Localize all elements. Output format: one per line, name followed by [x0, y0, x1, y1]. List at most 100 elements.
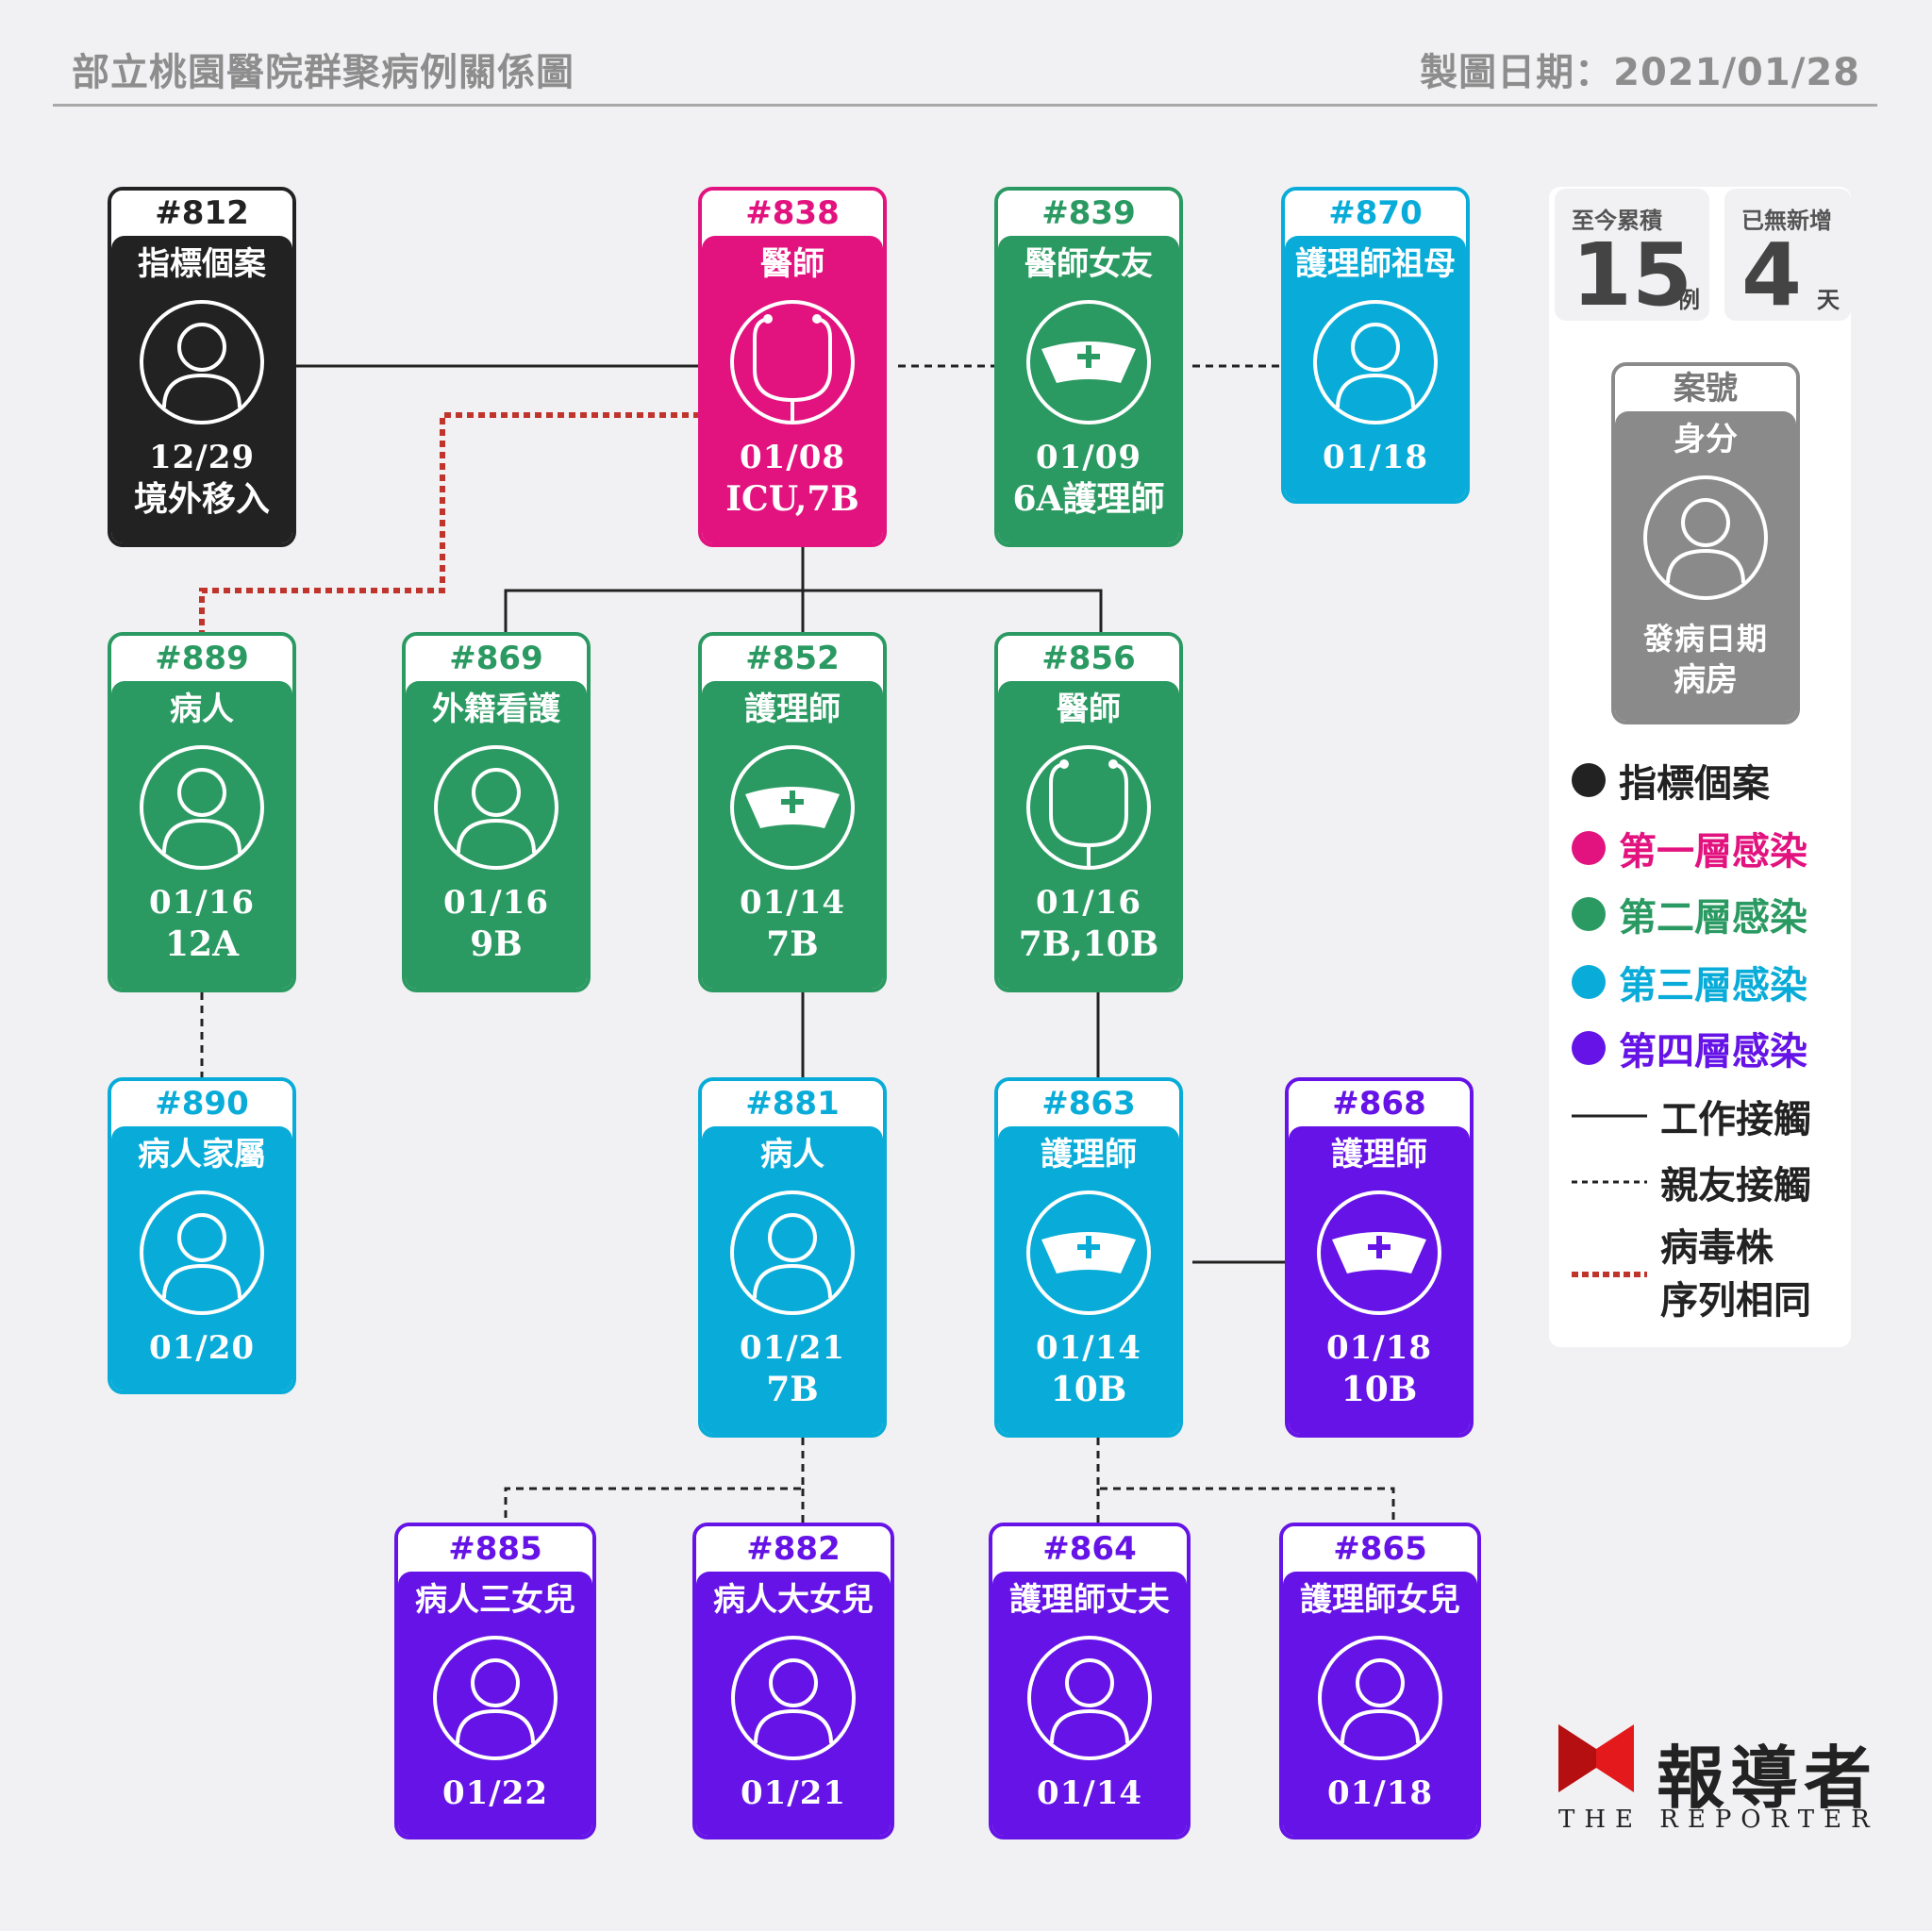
- line-881-885-882: [504, 1438, 805, 1524]
- brand-name-en: THE REPORTER: [1558, 1806, 1879, 1834]
- nurse-cap-icon: [1313, 1187, 1445, 1319]
- legend-dot: [1572, 831, 1606, 865]
- onset-date: 01/21: [740, 1774, 847, 1812]
- nurse-cap-icon: [726, 741, 858, 874]
- case-role: 護理師祖母: [1295, 245, 1456, 283]
- case-number: #868: [1289, 1081, 1470, 1126]
- legend-sample-date: 發病日期: [1642, 621, 1768, 657]
- ward: 7B: [766, 924, 819, 964]
- case-number: #881: [702, 1081, 883, 1126]
- case-number: #864: [992, 1526, 1187, 1572]
- onset-date: 01/14: [1035, 1329, 1142, 1367]
- case-number: #839: [998, 191, 1179, 236]
- stat-cumulative-label: 至今累積: [1572, 208, 1662, 234]
- line-863-864-865: [1096, 1438, 1395, 1524]
- legend-dot: [1572, 763, 1606, 797]
- legend-item-work-contact: 工作接觸: [1572, 1092, 1811, 1141]
- person-icon: [727, 1632, 859, 1764]
- onset-date: 12/29: [148, 439, 256, 476]
- onset-date: 01/09: [1035, 439, 1142, 476]
- case-role: 醫師: [1057, 691, 1121, 728]
- legend-item-friend-contact: 親友接觸: [1572, 1158, 1811, 1207]
- chart-title: 部立桃園醫院群聚病例關係圖: [72, 51, 575, 94]
- case-number: #890: [111, 1081, 292, 1126]
- legend-panel: 至今累積 15 例 已無新增 4 天 案號 身分 發病日期 病房 指標個案 第一…: [1549, 187, 1851, 1347]
- case-role: 病人: [760, 1136, 824, 1174]
- legend-dot: [1572, 897, 1606, 931]
- legend-item-layer4: 第四層感染: [1572, 1024, 1807, 1074]
- case-role: 病人: [170, 691, 234, 728]
- case-role: 外籍看護: [432, 691, 560, 728]
- legend-label: 第一層感染: [1619, 830, 1807, 874]
- stat-no-new-label: 已無新增: [1741, 208, 1832, 234]
- legend-item-index: 指標個案: [1572, 757, 1770, 806]
- case-number: #865: [1283, 1526, 1477, 1572]
- person-icon: [136, 1187, 268, 1319]
- onset-date: 01/14: [739, 884, 846, 922]
- case-card-885: #885 病人三女兒 01/22: [394, 1523, 596, 1839]
- legend-label: 指標個案: [1619, 762, 1770, 806]
- case-card-890: #890 病人家屬 01/20: [108, 1077, 296, 1394]
- line-sequence-838-889: [199, 412, 700, 634]
- stat-no-new: 已無新增 4 天: [1724, 189, 1851, 325]
- onset-date: 01/16: [1035, 884, 1142, 922]
- legend-item-layer2: 第二層感染: [1572, 891, 1807, 940]
- ward: 10B: [1341, 1370, 1418, 1409]
- ward: 10B: [1050, 1370, 1127, 1409]
- case-role: 護理師: [744, 691, 841, 728]
- case-card-870: #870 護理師祖母 01/18: [1281, 187, 1470, 504]
- header-divider: [53, 104, 1877, 107]
- person-icon: [1314, 1632, 1446, 1764]
- stat-cumulative-unit: 例: [1677, 287, 1700, 313]
- legend-label: 序列相同: [1660, 1279, 1811, 1323]
- case-role: 護理師: [1331, 1136, 1427, 1174]
- case-role: 護理師: [1041, 1136, 1137, 1174]
- case-card-856: #856 醫師 01/16 7B,10B: [994, 632, 1183, 992]
- case-card-882: #882 病人大女兒 01/21: [692, 1523, 894, 1839]
- onset-date: 01/20: [148, 1329, 256, 1367]
- ward: ICU,7B: [725, 479, 859, 519]
- legend-dot: [1572, 965, 1606, 999]
- person-icon: [1024, 1632, 1156, 1764]
- dashed-line-swatch: [1572, 1180, 1647, 1184]
- legend-label: 病毒株: [1660, 1226, 1774, 1270]
- legend-label: 第二層感染: [1619, 896, 1807, 940]
- onset-date: 01/16: [442, 884, 550, 922]
- onset-date: 01/18: [1325, 1329, 1433, 1367]
- case-card-863: #863 護理師 01/14 10B: [994, 1077, 1183, 1438]
- ward: 7B,10B: [1018, 924, 1159, 964]
- onset-date: 01/16: [148, 884, 256, 922]
- legend-sample-card: 案號 身分 發病日期 病房: [1611, 362, 1800, 724]
- person-icon: [1640, 472, 1772, 604]
- onset-date: 01/18: [1322, 439, 1429, 476]
- case-number: #852: [702, 636, 883, 681]
- case-number: #856: [998, 636, 1179, 681]
- legend-item-layer1: 第一層感染: [1572, 824, 1807, 874]
- case-role: 醫師女友: [1024, 245, 1153, 283]
- stat-no-new-value: 4: [1741, 225, 1803, 325]
- case-role: 病人大女兒: [713, 1581, 874, 1619]
- stat-cumulative-value: 15: [1572, 225, 1693, 325]
- stethoscope-icon: [1023, 741, 1155, 874]
- case-number: #889: [111, 636, 292, 681]
- ward: 6A護理師: [1012, 479, 1165, 519]
- brand-name-zh: 報導者: [1657, 1738, 1878, 1818]
- case-role: 護理師丈夫: [1009, 1581, 1170, 1619]
- chart-date: 製圖日期：2021/01/28: [1420, 51, 1860, 94]
- legend-sample-role: 身分: [1674, 421, 1738, 458]
- legend-item-layer3: 第三層感染: [1572, 958, 1807, 1007]
- case-card-868: #868 護理師 01/18 10B: [1285, 1077, 1474, 1438]
- onset-date: 01/22: [441, 1774, 549, 1812]
- legend-label: 工作接觸: [1660, 1098, 1811, 1141]
- case-card-869: #869 外籍看護 01/16 9B: [402, 632, 591, 992]
- onset-date: 01/14: [1036, 1774, 1143, 1812]
- case-card-865: #865 護理師女兒 01/18: [1279, 1523, 1481, 1839]
- ward: 9B: [470, 924, 523, 964]
- case-card-864: #864 護理師丈夫 01/14: [989, 1523, 1191, 1839]
- person-icon: [1309, 296, 1441, 428]
- case-number: #838: [702, 191, 883, 236]
- onset-date: 01/18: [1326, 1774, 1434, 1812]
- case-card-852: #852 護理師 01/14 7B: [698, 632, 887, 992]
- legend-label: 第四層感染: [1619, 1030, 1807, 1074]
- person-icon: [430, 741, 562, 874]
